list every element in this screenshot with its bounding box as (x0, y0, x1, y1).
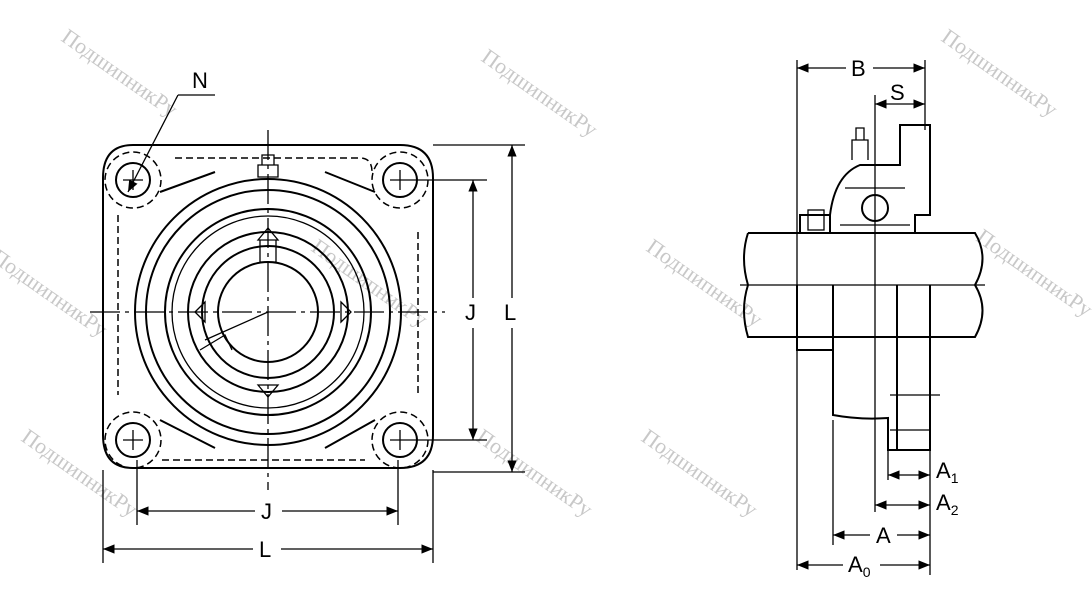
dimension-label-n: N (192, 68, 208, 93)
dimension-label-a1: A1 (936, 458, 959, 486)
watermark: ПодшипникРу (972, 224, 1092, 322)
dimension-label-j-vertical: J (465, 300, 476, 325)
watermark: ПодшипникРу (472, 424, 597, 522)
watermarks: ПодшипникРу ПодшипникРу ПодшипникРу Подш… (0, 24, 1092, 522)
dimension-label-j-horizontal: J (261, 499, 272, 524)
watermark: ПодшипникРу (937, 24, 1062, 122)
watermark: ПодшипникРу (57, 24, 182, 122)
watermark: ПодшипникРу (477, 44, 602, 142)
dimension-label-b: B (851, 56, 866, 81)
watermark: ПодшипникРу (17, 424, 142, 522)
dimension-label-l-vertical: L (504, 300, 516, 325)
watermark: ПодшипникРу (642, 234, 767, 332)
dimension-label-a2: A2 (936, 490, 959, 518)
front-view: N J L J L (90, 68, 525, 563)
dimension-label-a0: A0 (848, 552, 871, 580)
watermark: ПодшипникРу (0, 244, 112, 342)
side-view: B S A1 A2 A A0 (740, 56, 985, 580)
dimension-label-s: S (890, 80, 905, 105)
watermark: ПодшипникРу (637, 424, 762, 522)
dimension-label-l-horizontal: L (259, 537, 271, 562)
dimension-label-a: A (876, 523, 891, 548)
watermark: ПодшипникРу (307, 234, 432, 332)
